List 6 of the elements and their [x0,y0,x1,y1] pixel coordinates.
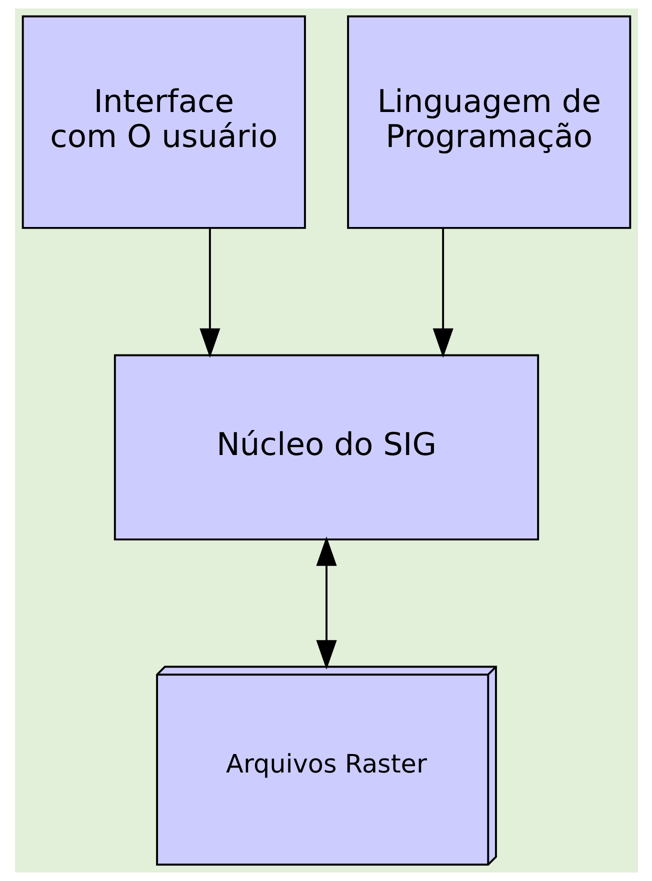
arrow [199,228,220,358]
node-box: Linguagem de Programação [346,15,631,229]
arrow [316,536,336,670]
node-box: Interface com O usuário [21,15,306,229]
node-box: Núcleo do SIG [113,354,539,540]
arrow [432,228,453,358]
